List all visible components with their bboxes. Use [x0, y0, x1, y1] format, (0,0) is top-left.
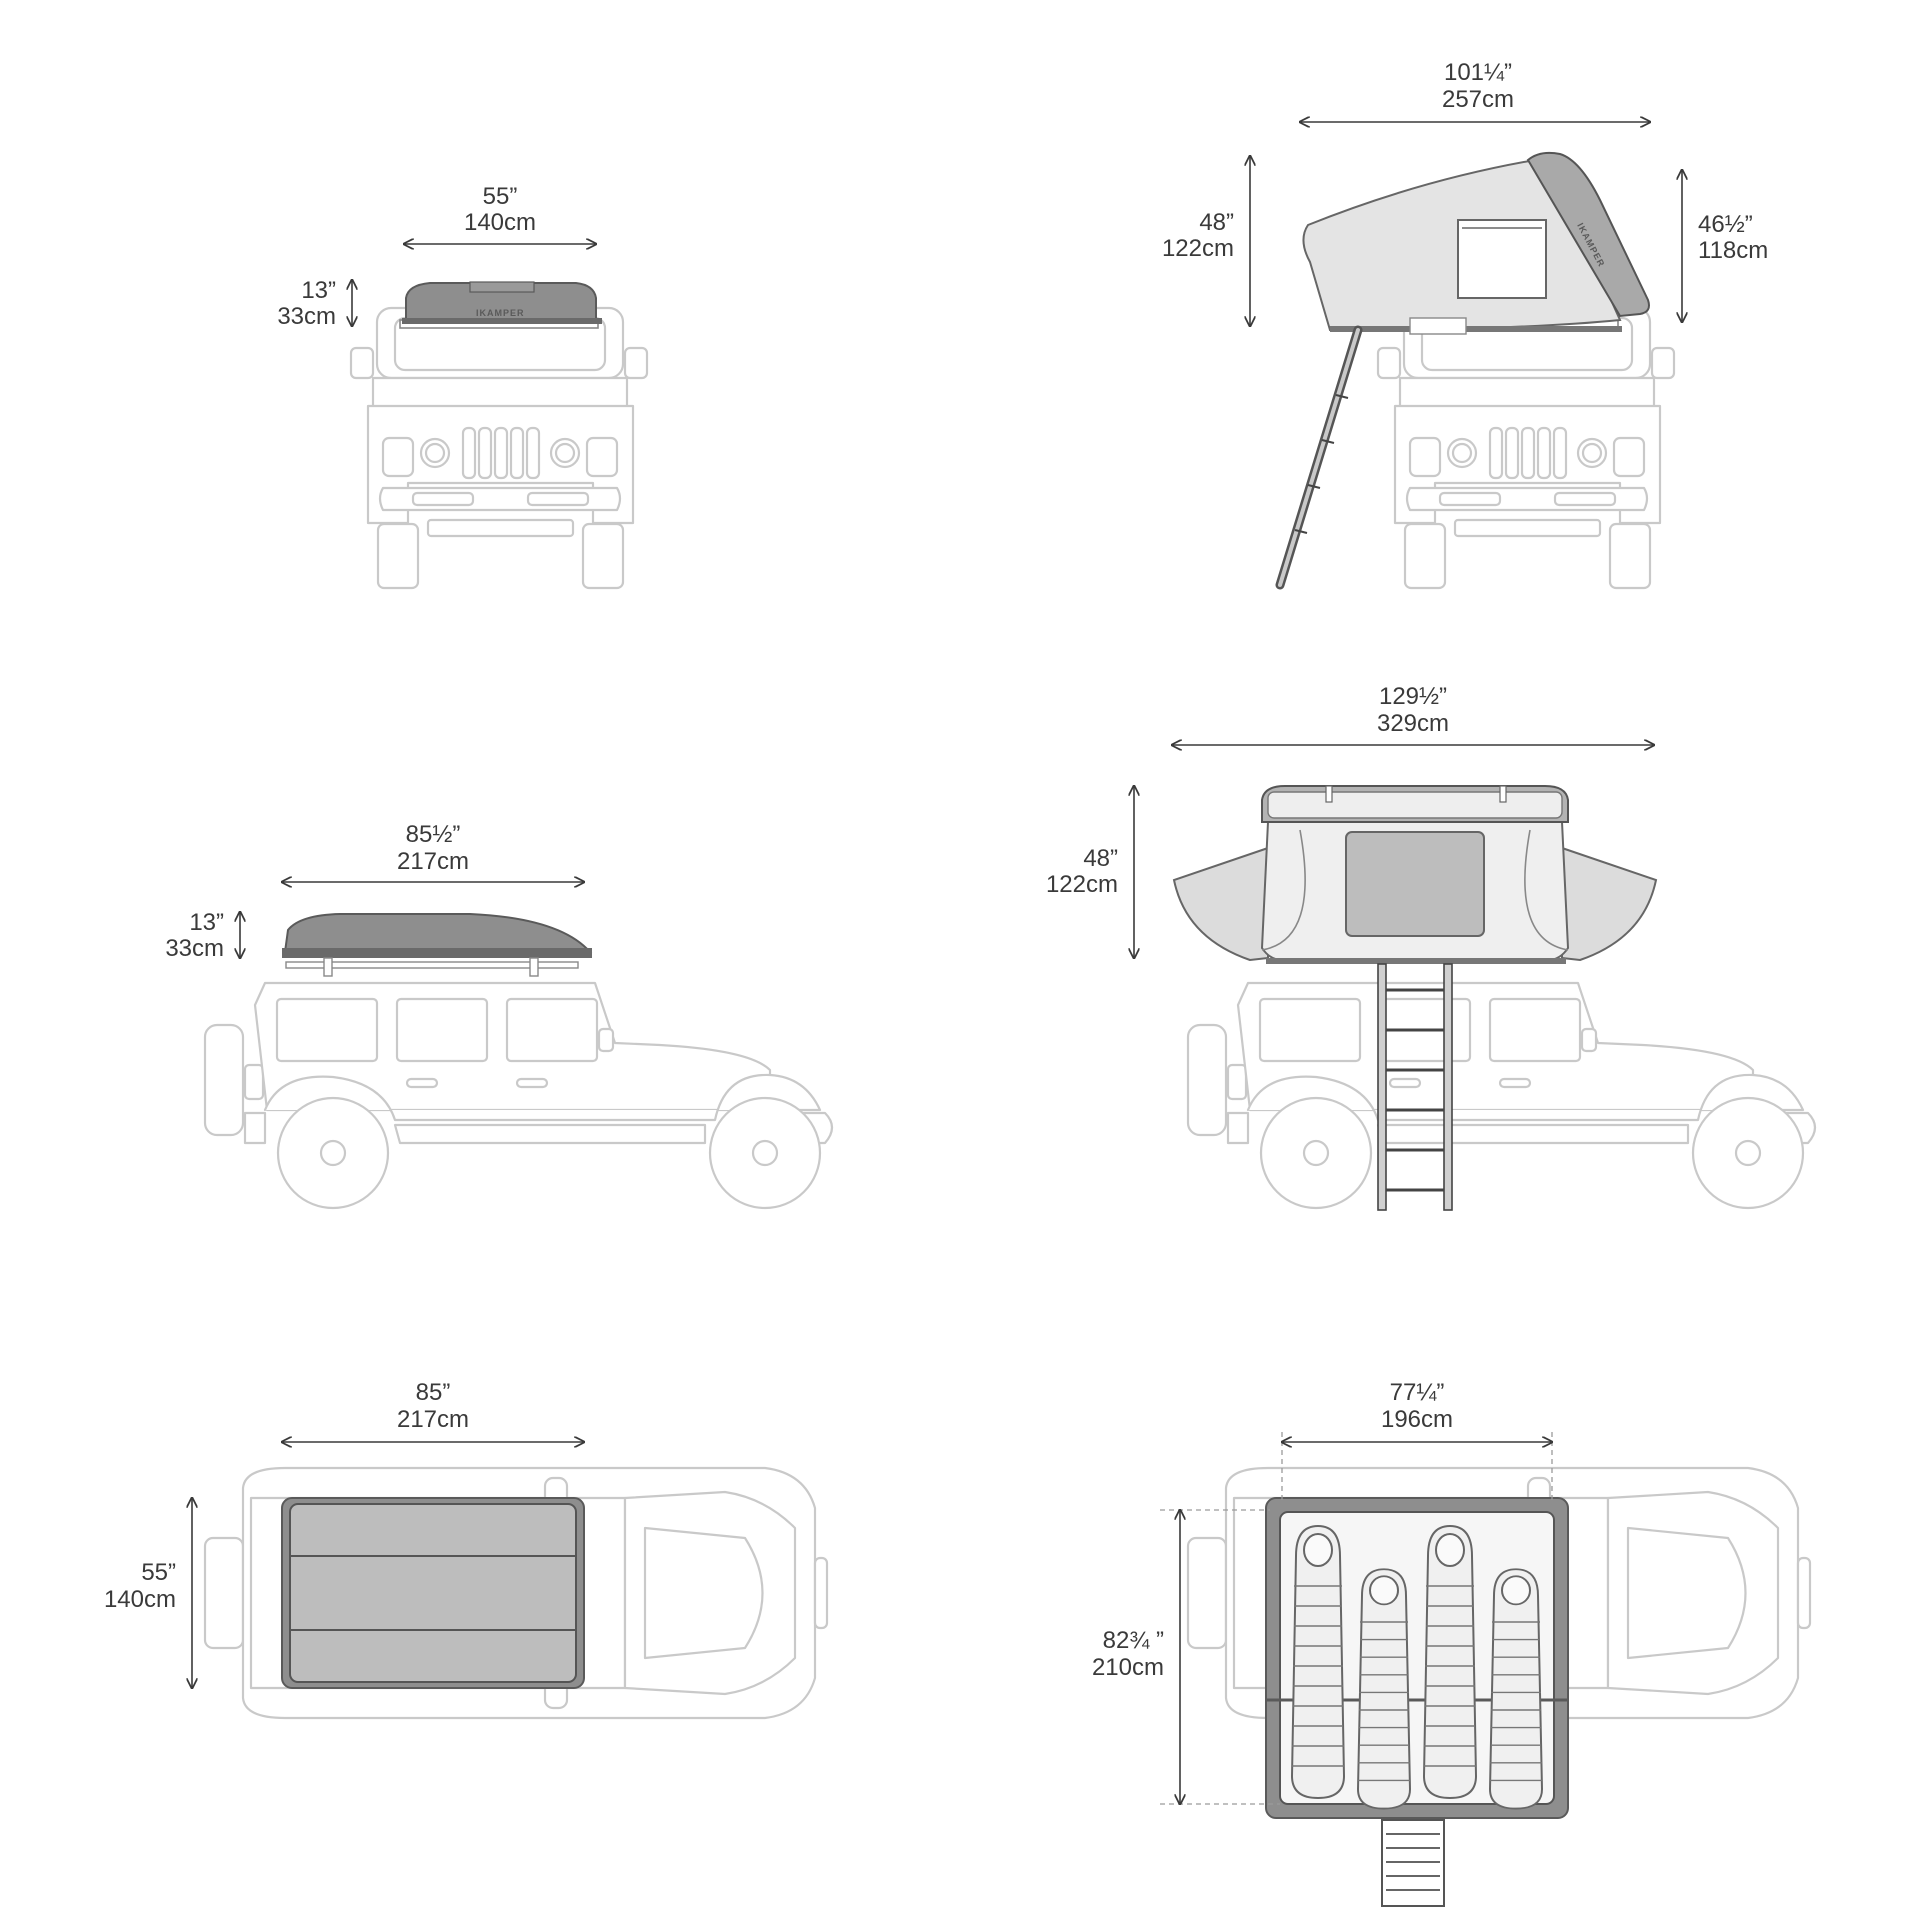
tent-window — [1457, 219, 1547, 299]
side-open-height-cm: 122cm — [1046, 871, 1118, 898]
front-open-width-in: 101¼” — [1444, 59, 1512, 86]
side-open-length-cm: 329cm — [1377, 710, 1449, 737]
front-closed-width-in: 55” — [483, 183, 518, 210]
front-closed-width-cm: 140cm — [464, 209, 536, 236]
tent-shell-open-front — [1526, 151, 1650, 318]
side-view-open: 129½” 329cm 48” 122cm — [1046, 683, 1817, 1211]
ladder-top — [1381, 1819, 1445, 1907]
top-closed-width-cm: 140cm — [104, 1586, 176, 1613]
front-closed-height-cm: 33cm — [277, 303, 336, 330]
tent-shell-closed-front — [405, 282, 597, 321]
top-closed-width-in: 55” — [141, 1559, 176, 1586]
ikamper-logo: IKAMPER — [476, 308, 525, 318]
ladder-side — [1377, 963, 1453, 1211]
front-open-height-cm: 122cm — [1162, 235, 1234, 262]
front-view-closed: IKAMPER 55” 140cm 13” 33cm — [277, 183, 649, 590]
front-open-height-in: 48” — [1199, 209, 1234, 236]
tent-awning-left — [1172, 846, 1269, 962]
tent-awning-right — [1561, 846, 1658, 962]
top-view-open: 77¼” 196cm 82¾ ” 210cm — [1092, 1379, 1812, 1907]
side-view-closed: 85½” 217cm 13” 33cm — [165, 821, 834, 1210]
tent-door — [1345, 831, 1485, 937]
tent-shell-closed-side — [283, 913, 593, 953]
top-open-width-cm: 196cm — [1381, 1406, 1453, 1433]
front-open-width-cm: 257cm — [1442, 86, 1514, 113]
top-view-closed: 85” 217cm 55” 140cm — [104, 1379, 829, 1720]
side-open-height-in: 48” — [1083, 845, 1118, 872]
side-closed-height-in: 13” — [189, 909, 224, 936]
top-open-length-cm: 210cm — [1092, 1654, 1164, 1681]
front-open-height2-in: 46½” — [1698, 211, 1753, 238]
top-closed-length-in: 85” — [416, 1379, 451, 1406]
side-closed-length-in: 85½” — [406, 821, 461, 848]
side-closed-height-cm: 33cm — [165, 935, 224, 962]
top-open-length-in: 82¾ ” — [1103, 1627, 1164, 1654]
front-open-height2-cm: 118cm — [1698, 237, 1768, 264]
front-closed-height-in: 13” — [301, 277, 336, 304]
side-open-length-in: 129½” — [1379, 683, 1447, 710]
top-open-width-in: 77¼” — [1390, 1379, 1445, 1406]
top-closed-length-cm: 217cm — [397, 1406, 469, 1433]
side-closed-length-cm: 217cm — [397, 848, 469, 875]
front-view-open: IKAMPER 101¼” 257cm 48” 122cm 46½” 118cm — [1162, 59, 1768, 590]
